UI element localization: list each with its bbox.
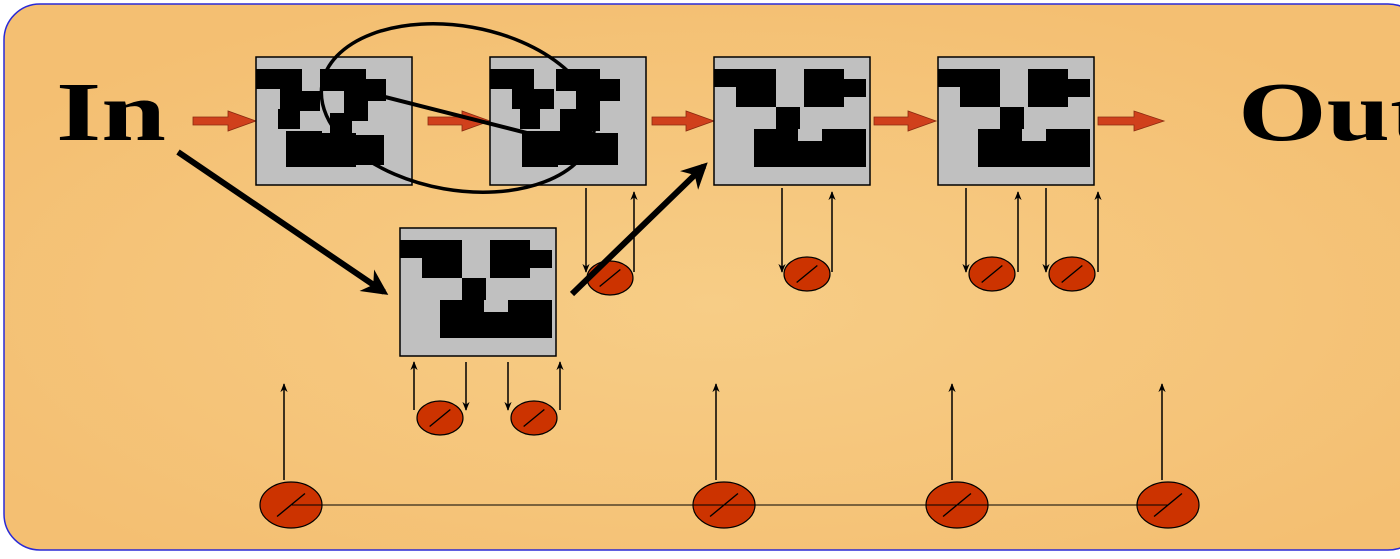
pattern-block [938, 69, 960, 87]
pattern-block [978, 129, 1022, 167]
rotary-knob-icon [259, 481, 323, 529]
pattern-block [1022, 141, 1046, 167]
pattern-block [490, 69, 512, 89]
flow-arrows [192, 110, 1166, 132]
pattern-block [776, 107, 800, 129]
pattern-block [322, 133, 356, 167]
pattern-block [534, 89, 554, 109]
pattern-block [256, 69, 280, 89]
pattern-block [1068, 79, 1090, 97]
pattern-block [440, 300, 484, 338]
pattern-block [736, 69, 776, 107]
rotary-knob-icon [783, 256, 831, 292]
rotary-knob-icon [1048, 256, 1096, 292]
pattern-block [1028, 69, 1068, 107]
pattern-block [462, 278, 486, 300]
pattern-block [592, 133, 618, 165]
pattern-block [286, 131, 322, 167]
input-label: In [56, 66, 166, 159]
pattern-block [844, 79, 866, 97]
highlight-ellipse [319, 22, 597, 194]
pattern-block [484, 312, 508, 338]
rotary-knob-icon [586, 260, 634, 296]
pattern-block [512, 69, 534, 109]
pattern-block [422, 240, 462, 278]
rotary-knob-icon [416, 400, 464, 436]
pattern-block [798, 141, 822, 167]
crossing-line [329, 81, 587, 150]
flow-arrow [1097, 110, 1166, 132]
diagonal-arrow-down [176, 149, 389, 295]
flow-arrow [873, 110, 938, 132]
pattern-block [280, 69, 302, 109]
pattern-tile [489, 56, 647, 186]
pattern-block [278, 109, 300, 129]
diagonal-arrow-up [569, 162, 708, 297]
pattern-block [300, 91, 320, 111]
pattern-tile [255, 56, 413, 186]
background-panel [3, 3, 1400, 551]
pattern-tile [399, 227, 557, 357]
output-label: Out [1238, 66, 1400, 159]
pattern-block [600, 79, 620, 101]
pattern-tile [937, 56, 1095, 186]
pattern-block [754, 129, 798, 167]
flow-arrow [192, 110, 258, 132]
pattern-block [330, 113, 352, 135]
pattern-block [960, 69, 1000, 107]
pattern-tile [713, 56, 871, 186]
pattern-block [1000, 107, 1024, 129]
pattern-block [714, 69, 736, 87]
pattern-block [530, 250, 552, 268]
pattern-block [520, 109, 540, 129]
pattern-block [804, 69, 844, 107]
flow-arrow [651, 110, 716, 132]
rotary-knob-icon [968, 256, 1016, 292]
pattern-block [508, 300, 552, 338]
pattern-block [344, 69, 366, 99]
pattern-block [1046, 129, 1090, 167]
pattern-block [822, 129, 866, 167]
pattern-block [400, 240, 422, 258]
rotary-knob-icon [510, 400, 558, 436]
pattern-block [490, 240, 530, 278]
pattern-tiles [255, 56, 1095, 357]
pattern-block [560, 109, 600, 131]
